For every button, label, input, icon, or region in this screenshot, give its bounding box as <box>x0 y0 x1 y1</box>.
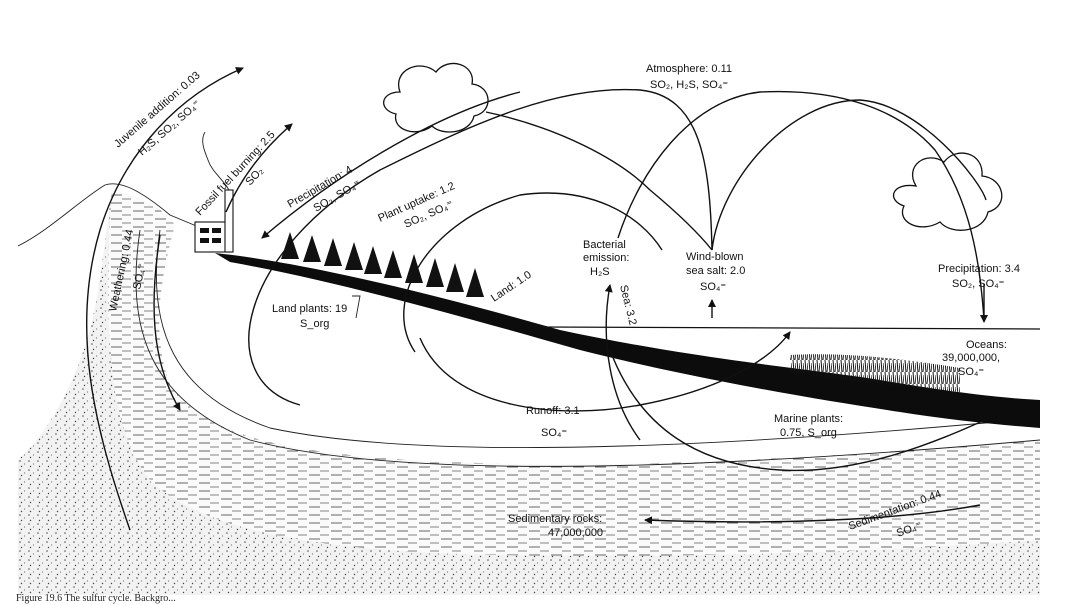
runoff-label: Runoff: 3.1 <box>526 405 580 417</box>
weathering-arrow <box>153 234 181 411</box>
marine-plants <box>790 354 960 392</box>
precip-ocean-label: Precipitation: 3.4 <box>938 263 1020 275</box>
oceans-label-2: 39,000,000, <box>942 352 1000 364</box>
oceans-label-1: Oceans: <box>966 339 1007 351</box>
sedimentary-layer <box>108 190 1040 556</box>
ocean-surface <box>539 326 1041 330</box>
wind-salt-loop <box>485 111 713 251</box>
fossil-fuel-arrow <box>225 123 293 213</box>
cloud-icon <box>383 62 489 133</box>
basin-curve-1 <box>135 229 1041 467</box>
mountain-outline <box>17 183 231 247</box>
runoff-arrow <box>419 331 791 412</box>
bacterial-label-1: Bacterial <box>583 239 626 251</box>
sedimentation-arrow <box>644 504 981 525</box>
land-plants-trees <box>281 232 484 297</box>
juvenile-addition-arrow <box>85 67 244 531</box>
sea-loop <box>609 349 986 472</box>
bacterial-emission-arrow <box>604 284 641 441</box>
land-plants-label: Land plants: 19 <box>272 303 347 315</box>
sea-flow-label: Sea: 3.2 <box>617 284 639 327</box>
factory-icon <box>194 131 234 253</box>
atmosphere-loop <box>248 88 713 406</box>
marine-plants-label-1: Marine plants: <box>774 413 843 425</box>
wind-label-1: Wind-blown <box>686 251 743 263</box>
figure-caption: Figure 19.6 The sulfur cycle. Backgro... <box>16 593 176 604</box>
land-surface <box>215 253 1040 428</box>
runoff-species: SO₄⁼ <box>541 427 567 439</box>
atmosphere-label: Atmosphere: 0.11 <box>646 63 732 75</box>
cloud-icon <box>892 152 1003 231</box>
plant-uptake-loop <box>403 192 663 353</box>
oceans-species: SO₄⁼ <box>958 366 984 378</box>
wind-species: SO₄⁼ <box>700 281 726 293</box>
mountain-stipple <box>60 190 300 595</box>
land-plants-species: S_org <box>300 318 329 330</box>
marine-plants-label-2: 0.75, S_org <box>780 427 837 439</box>
sedimentary-label-1: Sedimentary rocks: <box>508 513 602 525</box>
weathering-species: SO₄⁼ <box>131 262 148 290</box>
sedimentary-label-2: 47,000,000 <box>548 527 603 539</box>
atmosphere-species: SO₂, H₂S, SO₄⁼ <box>650 79 728 91</box>
wind-label-2: sea salt: 2.0 <box>686 265 745 277</box>
land-flow-label: Land: 1.0 <box>489 269 534 305</box>
precip-ocean-species: SO₂, SO₄⁼ <box>952 278 1005 290</box>
bacterial-species: H₂S <box>590 266 610 278</box>
precipitation-land-arrow <box>261 91 521 239</box>
atmosphere-arch-mid <box>711 99 987 251</box>
land-plants-pointer <box>352 295 361 319</box>
basin-curve-2 <box>155 229 1041 449</box>
bacterial-label-2: emission: <box>583 252 629 264</box>
